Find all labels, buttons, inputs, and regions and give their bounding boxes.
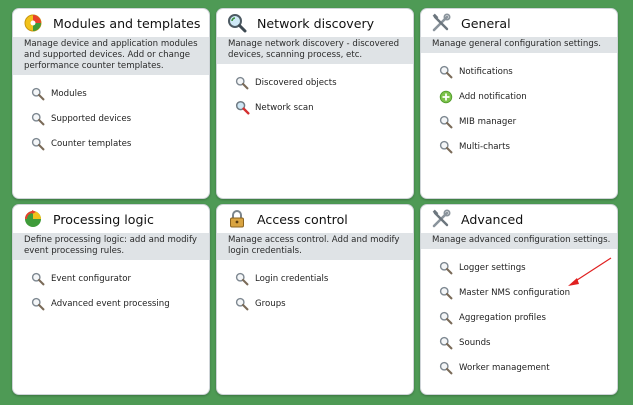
card-description: Manage advanced configuration settings. <box>421 233 617 249</box>
card-modules-and-templates: Modules and templates Manage device and … <box>12 8 210 199</box>
card-advanced: Advanced Manage advanced configuration s… <box>420 204 618 395</box>
link-label: Master NMS configuration <box>459 287 571 298</box>
link-label: Counter templates <box>51 138 132 149</box>
link-login-credentials[interactable]: Login credentials <box>217 266 413 291</box>
card-title: Modules and templates <box>53 15 201 31</box>
magnifier-icon <box>438 114 454 130</box>
card-access-control: Access control Manage access control. Ad… <box>216 204 414 395</box>
card-header: General <box>421 9 617 37</box>
link-label: Aggregation profiles <box>459 312 546 323</box>
link-sounds[interactable]: Sounds <box>421 330 617 355</box>
link-label: Worker management <box>459 362 550 373</box>
card-description: Manage network discovery - discovered de… <box>217 37 413 64</box>
processing-logic-icon <box>23 209 43 229</box>
link-supported-devices[interactable]: Supported devices <box>13 106 209 131</box>
magnifier-icon <box>438 360 454 376</box>
magnifier-icon <box>438 285 454 301</box>
link-discovered-objects[interactable]: Discovered objects <box>217 70 413 95</box>
link-modules[interactable]: Modules <box>13 81 209 106</box>
card-header: Modules and templates <box>13 9 209 37</box>
card-title: General <box>461 15 511 31</box>
link-label: Supported devices <box>51 113 132 124</box>
link-event-configurator[interactable]: Event configurator <box>13 266 209 291</box>
modules-icon <box>23 13 43 33</box>
link-label: Logger settings <box>459 262 526 273</box>
link-multi-charts[interactable]: Multi-charts <box>421 134 617 159</box>
link-label: Modules <box>51 88 87 99</box>
card-header: Advanced <box>421 205 617 233</box>
tools-icon <box>431 13 451 33</box>
link-label: Notifications <box>459 66 513 77</box>
card-description: Manage device and application modules an… <box>13 37 209 75</box>
link-label: Sounds <box>459 337 491 348</box>
link-add-notification[interactable]: Add notification <box>421 84 617 109</box>
link-notifications[interactable]: Notifications <box>421 59 617 84</box>
magnifier-icon <box>30 111 46 127</box>
add-icon <box>438 89 454 105</box>
link-aggregation-profiles[interactable]: Aggregation profiles <box>421 305 617 330</box>
card-description: Define processing logic: add and modify … <box>13 233 209 260</box>
tools-icon <box>431 209 451 229</box>
link-label: Event configurator <box>51 273 132 284</box>
link-label: MIB manager <box>459 116 517 127</box>
link-label: Groups <box>255 298 286 309</box>
magnifier-icon <box>234 271 250 287</box>
network-scan-icon <box>234 100 250 116</box>
link-label: Multi-charts <box>459 141 510 152</box>
card-header: Access control <box>217 205 413 233</box>
link-network-scan[interactable]: Network scan <box>217 95 413 120</box>
link-label: Add notification <box>459 91 527 102</box>
link-mib-manager[interactable]: MIB manager <box>421 109 617 134</box>
card-processing-logic: Processing logic Define processing logic… <box>12 204 210 395</box>
magnifier-icon <box>30 271 46 287</box>
magnifier-icon <box>30 296 46 312</box>
magnifier-icon <box>438 64 454 80</box>
card-title: Processing logic <box>53 211 154 227</box>
magnifier-icon <box>234 75 250 91</box>
card-network-discovery: Network discovery Manage network discove… <box>216 8 414 199</box>
magnifier-icon <box>30 136 46 152</box>
magnifier-icon <box>234 296 250 312</box>
link-label: Advanced event processing <box>51 298 170 309</box>
magnifier-icon <box>438 310 454 326</box>
card-header: Processing logic <box>13 205 209 233</box>
card-title: Access control <box>257 211 348 227</box>
magnifier-icon <box>438 260 454 276</box>
link-label: Network scan <box>255 102 314 113</box>
link-worker-management[interactable]: Worker management <box>421 355 617 380</box>
card-description: Manage general configuration settings. <box>421 37 617 53</box>
magnifier-icon <box>30 86 46 102</box>
network-discovery-icon <box>227 13 247 33</box>
card-title: Network discovery <box>257 15 375 31</box>
card-title: Advanced <box>461 211 524 227</box>
card-general: General Manage general configuration set… <box>420 8 618 199</box>
link-advanced-event-processing[interactable]: Advanced event processing <box>13 291 209 316</box>
padlock-icon <box>227 209 247 229</box>
link-groups[interactable]: Groups <box>217 291 413 316</box>
link-logger-settings[interactable]: Logger settings <box>421 255 617 280</box>
card-header: Network discovery <box>217 9 413 37</box>
link-label: Login credentials <box>255 273 329 284</box>
magnifier-icon <box>438 335 454 351</box>
link-label: Discovered objects <box>255 77 337 88</box>
card-description: Manage access control. Add and modify lo… <box>217 233 413 260</box>
magnifier-icon <box>438 139 454 155</box>
link-counter-templates[interactable]: Counter templates <box>13 131 209 156</box>
link-master-nms-configuration[interactable]: Master NMS configuration <box>421 280 617 305</box>
